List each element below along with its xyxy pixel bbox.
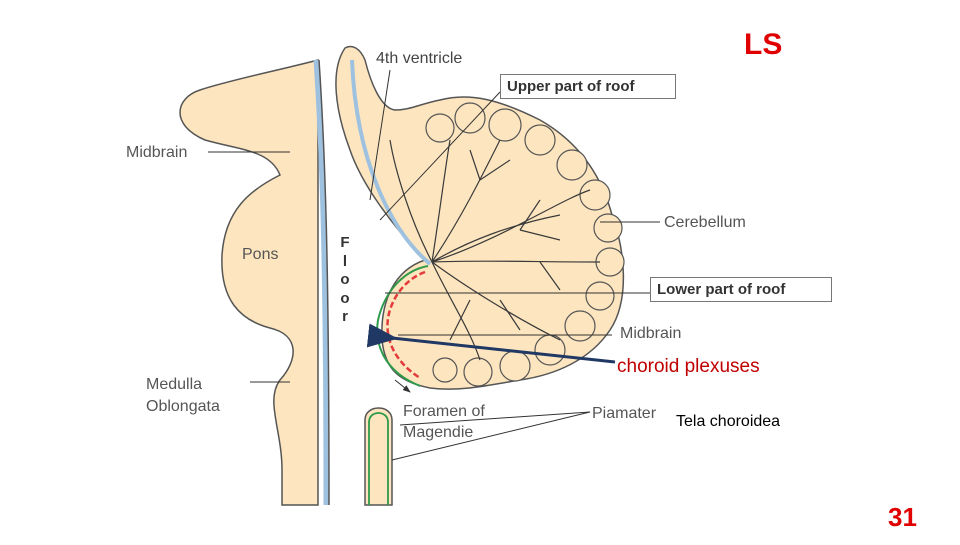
- midbrain-lower-label: Midbrain: [620, 325, 682, 342]
- floor-letter: F: [340, 234, 350, 251]
- lower-roof-label: Lower part of roof: [650, 277, 832, 302]
- tela-choroidea-green: [376, 265, 429, 387]
- upper-roof-label: Upper part of roof: [500, 74, 676, 99]
- leader-lines: [208, 69, 660, 461]
- fourth-ventricle-label: 4th ventricle: [376, 50, 463, 67]
- cerebellum-label: Cerebellum: [664, 214, 746, 231]
- foramen-pia: [368, 412, 389, 505]
- choroid-plexuses-annotation: choroid plexuses: [617, 356, 760, 377]
- slide-title: LS: [744, 28, 783, 61]
- medulla-label-line1: Medulla: [146, 376, 203, 393]
- ventricle-lining-roof: [350, 59, 432, 266]
- page-number: 31: [888, 502, 917, 532]
- arbor-vitae: [389, 139, 601, 361]
- tela-choroidea-annotation: Tela choroidea: [676, 413, 781, 430]
- choroid-plexus-red: [386, 270, 426, 380]
- floor-letter: r: [342, 308, 348, 325]
- brainstem-posterior-edge: [318, 59, 330, 506]
- choroid-arrow: [366, 323, 616, 364]
- medulla-label-line2: Oblongata: [146, 398, 220, 415]
- piamater-label: Piamater: [592, 405, 657, 422]
- foramen-label-line2: Magendie: [403, 424, 474, 441]
- pons-label: Pons: [242, 246, 279, 263]
- floor-letter: o: [340, 289, 350, 307]
- foramen-tube: [364, 407, 393, 506]
- floor-label: F l o o r: [338, 234, 352, 327]
- ventricle-lining-posterior: [313, 59, 329, 506]
- floor-letter: l: [342, 252, 348, 270]
- foramen-label-line1: Foramen of: [403, 403, 485, 420]
- floor-letter: o: [340, 271, 350, 288]
- midbrain-top-label: Midbrain: [126, 144, 188, 161]
- cerebellum-folia: [425, 102, 625, 387]
- brainstem-shape: [179, 59, 319, 506]
